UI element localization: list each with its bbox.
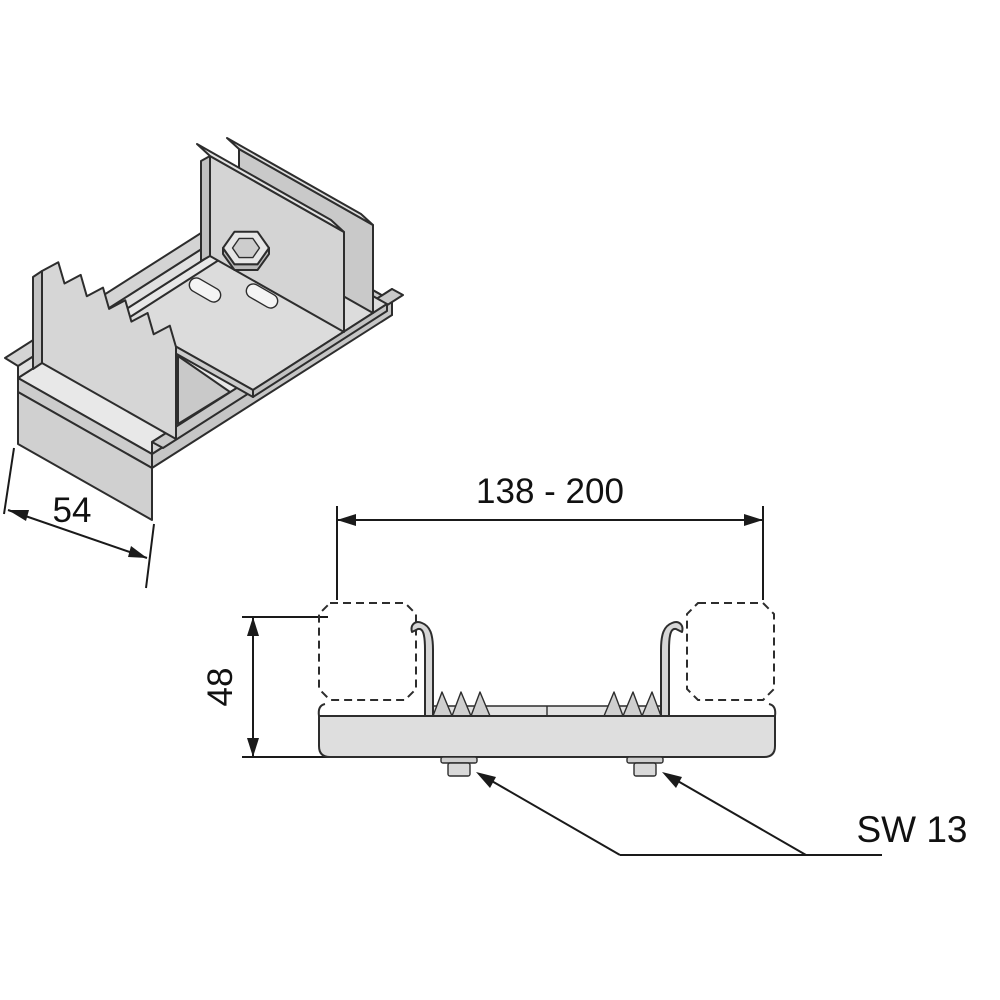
wrench-size-callout: SW 13 [476, 772, 968, 856]
arrowhead-icon [476, 772, 496, 788]
height-label: 48 [201, 668, 240, 707]
plate-lip-left [317, 703, 326, 717]
arrowhead-icon [8, 510, 29, 521]
isometric-view: 54 [3, 137, 404, 589]
arrowhead-icon [337, 514, 356, 526]
bolt-right [626, 756, 664, 777]
grip-teeth-right [603, 691, 662, 717]
grip-teeth-left [432, 691, 491, 717]
arrowhead-icon [662, 772, 682, 788]
arrowhead-icon [744, 514, 763, 526]
rail-end-apron [17, 391, 153, 521]
plate-lip-right [768, 703, 777, 717]
dimension-height: 48 [201, 616, 334, 758]
dimension-width-range: 138 - 200 [336, 472, 764, 600]
width-range-label: 138 - 200 [476, 472, 624, 511]
dimension-depth: 54 [3, 447, 155, 589]
phantom-panel-right [686, 602, 775, 701]
gusset [177, 355, 231, 425]
wrench-size-label: SW 13 [856, 809, 967, 850]
bolt-left [440, 756, 478, 777]
jaw-left [410, 621, 434, 717]
arrowhead-icon [128, 546, 147, 558]
depth-label: 54 [53, 491, 92, 530]
front-section-view: 138 - 200 48 [201, 472, 968, 856]
base-plate [318, 715, 776, 758]
arrowhead-icon [247, 738, 259, 757]
hex-bolt [222, 230, 270, 271]
upper-clamp-jaw [196, 137, 374, 333]
lower-clamp-jaw [32, 261, 231, 440]
phantom-panel-left [318, 602, 417, 701]
plate-slot-hole [188, 277, 222, 303]
arrowhead-icon [247, 617, 259, 636]
jaw-right [660, 621, 684, 717]
serrated-jaw-plate [41, 261, 177, 440]
plate-slot-hole [245, 283, 279, 309]
